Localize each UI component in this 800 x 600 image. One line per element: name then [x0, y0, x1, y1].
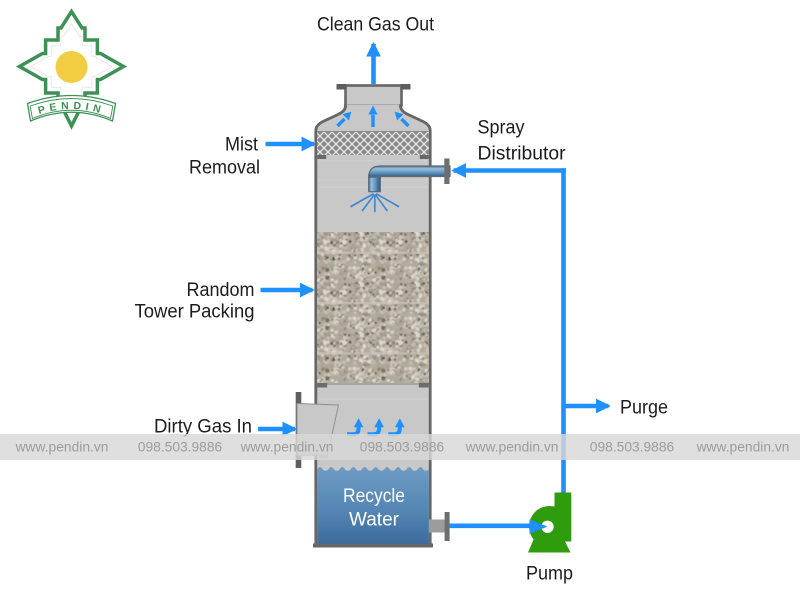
svg-text:Clean Gas Out: Clean Gas Out [317, 14, 435, 36]
svg-text:Mist: Mist [225, 135, 259, 156]
svg-text:www.pendin.vn: www.pendin.vn [465, 440, 559, 455]
svg-text:Dirty Gas In: Dirty Gas In [154, 417, 252, 438]
svg-text:Pump: Pump [526, 564, 573, 585]
svg-text:Distributor: Distributor [478, 144, 567, 165]
svg-text:Water: Water [349, 509, 399, 531]
svg-text:098.503.9886: 098.503.9886 [360, 440, 445, 455]
svg-text:098.503.9886: 098.503.9886 [138, 440, 223, 455]
svg-text:Spray: Spray [478, 118, 525, 139]
svg-text:www.pendin.vn: www.pendin.vn [15, 440, 109, 455]
svg-text:www.pendin.vn: www.pendin.vn [696, 440, 790, 455]
svg-text:Removal: Removal [189, 158, 260, 179]
svg-text:PENDIN: PENDIN [37, 100, 107, 117]
svg-text:Recycle: Recycle [343, 485, 405, 507]
svg-text:Random: Random [187, 280, 255, 301]
svg-text:Purge: Purge [620, 398, 668, 419]
svg-text:Tower Packing: Tower Packing [135, 302, 255, 323]
svg-text:www.pendin.vn: www.pendin.vn [240, 440, 334, 455]
svg-text:098.503.9886: 098.503.9886 [590, 440, 675, 455]
